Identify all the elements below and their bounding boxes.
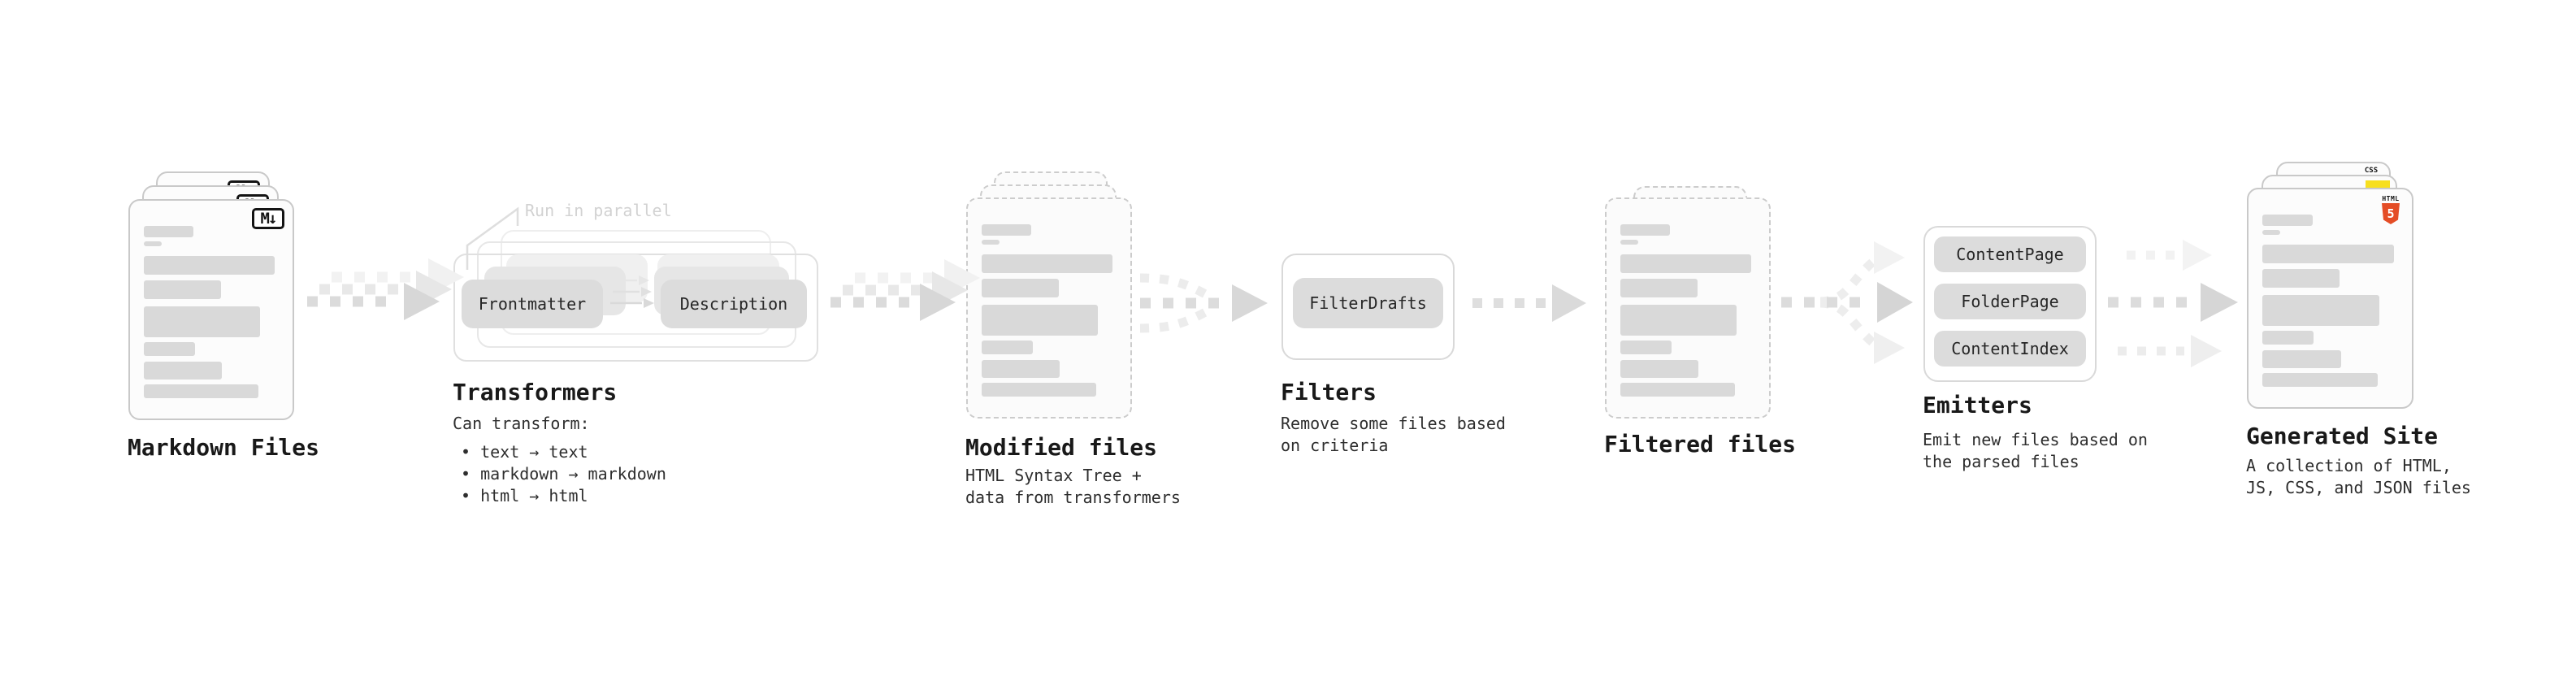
desc-line: Emit new files based on	[1923, 430, 2148, 449]
folderpage-node: FolderPage	[1934, 284, 2086, 319]
doc-content-skeleton	[2262, 215, 2398, 387]
stage-label-markdown-files: Markdown Files	[128, 434, 320, 461]
flow-arrow-markdown-to-transformers	[307, 258, 464, 320]
description-node: Description	[661, 280, 807, 328]
modified-files-description: HTML Syntax Tree + data from transformer…	[965, 465, 1181, 509]
desc-line: on criteria	[1281, 436, 1389, 455]
doc-content-skeleton	[144, 226, 279, 398]
flow-arrow-filters-to-filtered	[1472, 284, 1586, 322]
doc-content-skeleton	[1620, 224, 1755, 397]
desc-line: data from transformers	[965, 488, 1181, 507]
stage-label-filtered-files: Filtered files	[1604, 431, 1797, 458]
frontmatter-node: Frontmatter	[462, 280, 603, 328]
desc-line: Remove some files based	[1281, 414, 1506, 433]
emitters-description: Emit new files based on the parsed files	[1923, 429, 2148, 473]
generated-site-description: A collection of HTML, JS, CSS, and JSON …	[2246, 455, 2471, 499]
desc-line: JS, CSS, and JSON files	[2246, 478, 2471, 497]
generated-file-card-front: HTML 5	[2247, 188, 2413, 409]
stage-label-transformers: Transformers	[453, 379, 618, 406]
filterdrafts-node: FilterDrafts	[1293, 278, 1443, 328]
doc-content-skeleton	[982, 224, 1117, 397]
markdown-file-card-front: M↓	[128, 199, 294, 420]
desc-bullet: • text → text	[461, 442, 588, 462]
desc-line: HTML Syntax Tree +	[965, 466, 1142, 485]
desc-line: Can transform:	[453, 414, 590, 433]
stage-label-filters: Filters	[1281, 379, 1377, 406]
contentindex-node: ContentIndex	[1934, 331, 2086, 367]
flow-arrow-transformers-to-modified	[830, 259, 980, 321]
filtered-file-card-front	[1605, 197, 1771, 419]
desc-bullet: • markdown → markdown	[461, 464, 666, 484]
flow-arrow-modified-to-filters	[1139, 273, 1268, 333]
stage-label-modified-files: Modified files	[965, 434, 1158, 461]
contentpage-node: ContentPage	[1934, 236, 2086, 272]
filters-description: Remove some files based on criteria	[1281, 413, 1506, 457]
markdown-icon: M↓	[252, 208, 284, 229]
desc-line: the parsed files	[1923, 452, 2079, 471]
flow-arrow-emitters-to-generated	[2108, 240, 2238, 367]
desc-line: A collection of HTML,	[2246, 456, 2452, 475]
html5-icon: HTML 5	[2381, 195, 2400, 224]
modified-file-card-front	[966, 197, 1132, 419]
stage-label-emitters: Emitters	[1923, 392, 2032, 419]
stage-label-generated-site: Generated Site	[2246, 423, 2439, 449]
desc-bullet: • html → html	[461, 486, 588, 505]
flow-arrow-filtered-to-emitters	[1781, 241, 1913, 364]
run-in-parallel-annotation: Run in parallel	[525, 201, 672, 220]
transformers-description: Can transform: • text → text • markdown …	[453, 413, 666, 507]
